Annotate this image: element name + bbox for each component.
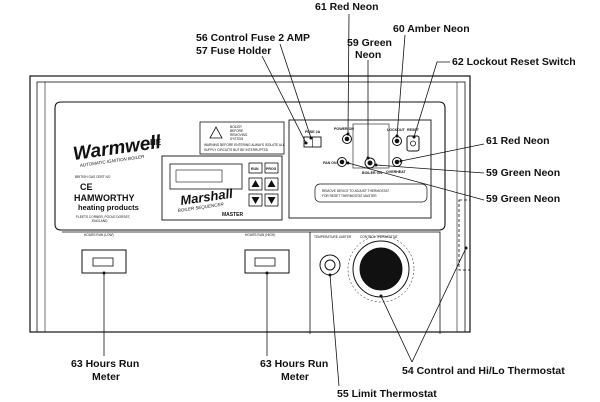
sequencer-display	[169, 163, 243, 190]
sequencer-mode: MASTER	[222, 212, 244, 218]
callout-55: 55 Limit Thermostat	[337, 388, 437, 400]
down-arrow-icon	[267, 197, 276, 204]
callout-63-left-1: 63 Hours Run	[71, 358, 139, 370]
leader-55	[329, 274, 340, 387]
hours-low-label: HOURS RUN (LOW)	[84, 233, 114, 237]
lower-panel	[62, 231, 441, 334]
warning-line-2: BEFORE	[230, 129, 243, 133]
warning-line-4: SYSTEM	[230, 137, 243, 141]
maker-address-2: ENGLAND	[92, 219, 108, 223]
callout-60: 60 Amber Neon	[393, 23, 470, 35]
leader-60	[396, 34, 406, 137]
up-arrow-icon	[267, 180, 276, 187]
sequencer-run-button[interactable]	[248, 162, 263, 174]
lockout-reset-switch[interactable]	[406, 135, 420, 152]
callout-62: 62 Lockout Reset Switch	[452, 56, 576, 68]
warning-line-6: SUPPLY CIRCUITS BUT BE INTERRUPTED	[204, 148, 269, 152]
gc-number: BRITISH GAS CERT NO	[75, 175, 111, 179]
sequencer-run-label: RUN	[251, 167, 259, 171]
down-arrow-icon	[251, 197, 260, 204]
warning-line-5: WARNING BEFORE ENTERING ALWAYS ISOLATE A…	[204, 143, 285, 147]
sequencer-down-button-1[interactable]	[248, 193, 263, 207]
callout-63-mid-2: Meter	[281, 371, 309, 383]
hours-run-meter-low	[81, 249, 127, 274]
boiler-on-label: BOILER ON	[362, 171, 382, 175]
note-line-1: REMOVE DEVICE TO ADJUST THERMOSTAT	[322, 189, 389, 193]
warning-line-3: REMOVING	[230, 133, 248, 137]
sequencer-down-button-2[interactable]	[264, 193, 279, 207]
sequencer-logo: Marshall	[179, 186, 234, 208]
fuse-label: FUSE 2A	[305, 130, 321, 134]
sequencer-prog-button[interactable]	[264, 162, 279, 174]
sequencer-box	[161, 155, 283, 221]
callout-59-right-1: 59 Green Neon	[486, 167, 560, 179]
hours-high-label: HOURS RUN (HIGH)	[245, 233, 275, 237]
callout-61-top: 61 Red Neon	[315, 1, 379, 13]
warning-triangle-icon	[209, 126, 223, 139]
sequencer-up-button-1[interactable]	[248, 177, 263, 191]
leader-54-a	[380, 295, 413, 363]
warning-line-1: BOILER	[230, 125, 242, 129]
leader-62	[413, 61, 450, 138]
side-bracket	[458, 199, 471, 271]
control-thermostat-label: CONTROL THERMOSTAT	[360, 235, 398, 239]
callout-61-right: 61 Red Neon	[486, 135, 550, 147]
ce-mark: CE	[80, 182, 93, 192]
up-arrow-icon	[251, 180, 260, 187]
sequencer-subtitle: BOILER SEQUENCER	[177, 201, 224, 212]
warning-label	[199, 121, 285, 155]
fascia-panel	[54, 101, 446, 231]
overheat-label: OVERHEAT	[386, 170, 407, 174]
brand-logo-suffix: HE	[150, 138, 162, 147]
callout-63-mid-1: 63 Hours Run	[260, 358, 328, 370]
maker-address-1: FLEETS CORNER, POOLE DORSET,	[76, 215, 130, 219]
hours-run-meter-high	[244, 249, 290, 274]
maker-name: HAMWORTHY	[74, 193, 135, 203]
callout-54: 54 Control and Hi/Lo Thermostat	[402, 365, 565, 377]
leader-54-b	[411, 247, 467, 363]
callout-59-top-1: 59 Green	[347, 37, 392, 49]
leader-57	[261, 55, 307, 144]
note-line-2: FOR RESET THERMOSTAT MASTER	[322, 194, 377, 198]
temp-limiter-label: TEMPERATURE LIMITER	[314, 235, 352, 239]
callout-56: 56 Control Fuse 2 AMP	[196, 32, 310, 44]
fan-on-label: FAN ON	[323, 161, 337, 165]
leader-56	[279, 43, 312, 139]
leader-61-right	[400, 143, 485, 162]
note-label	[314, 183, 428, 203]
boiler-on-neon	[364, 157, 376, 169]
maker-subtitle: heating products	[78, 203, 139, 212]
sequencer-prog-label: PROG	[266, 167, 277, 171]
leader-61-top	[347, 13, 350, 135]
sequencer-up-button-2[interactable]	[264, 177, 279, 191]
callout-63-left-2: Meter	[92, 371, 120, 383]
limit-thermostat[interactable]	[319, 254, 341, 276]
fan-on-neon	[337, 157, 347, 167]
leader-59-right-1	[375, 164, 485, 174]
reset-label: RESET	[407, 128, 420, 132]
callout-59-top-2: Neon	[355, 49, 381, 61]
power-on-label: POWER ON	[334, 127, 354, 131]
lockout-label: LOCKOUT	[387, 128, 406, 132]
leader-59-right-2	[347, 162, 485, 201]
callout-57: 57 Fuse Holder	[196, 45, 271, 57]
callout-59-right-2: 59 Green Neon	[486, 193, 560, 205]
